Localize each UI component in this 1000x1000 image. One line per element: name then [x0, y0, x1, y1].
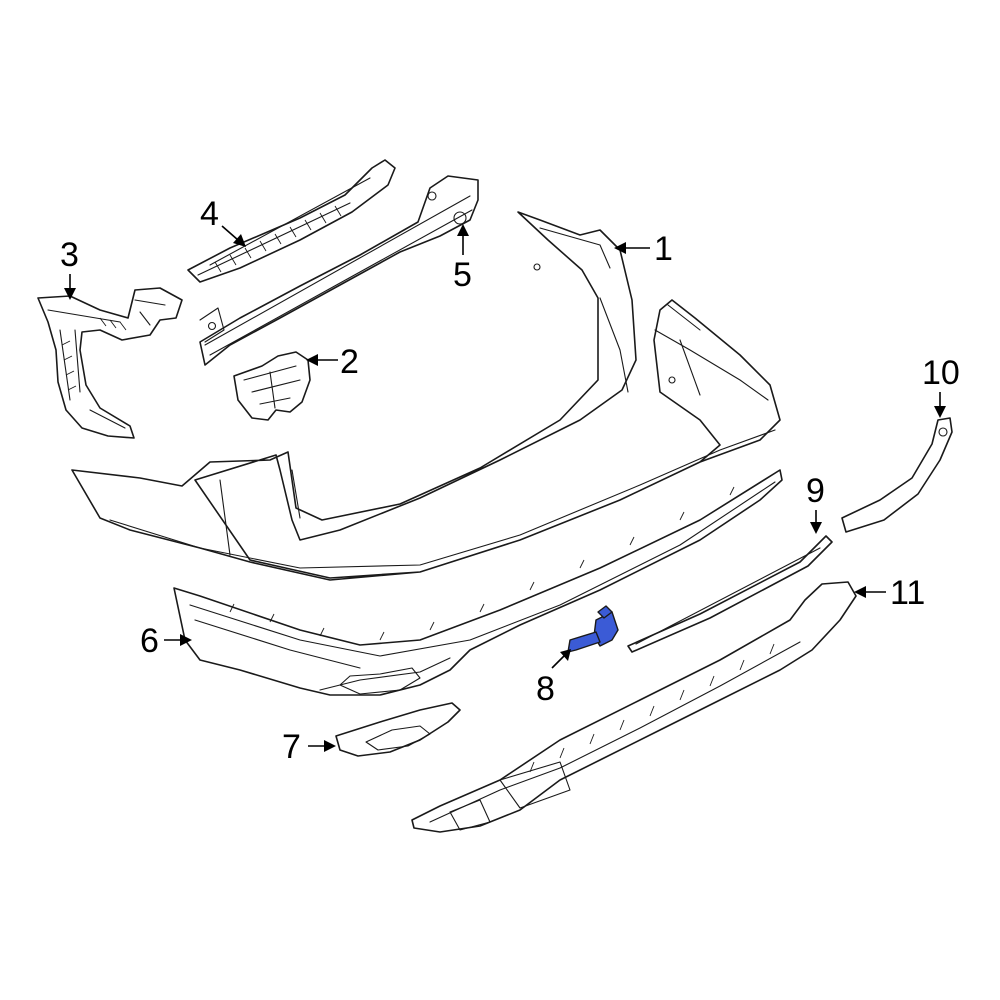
callout-5: 5: [453, 256, 472, 294]
part-4-absorber: [187, 159, 396, 283]
leader-8: [551, 655, 565, 669]
arrowhead-4: [233, 234, 246, 247]
part-9-trim-strip: [627, 535, 833, 653]
arrowhead-3: [64, 288, 76, 300]
callout-labels: 1 2 3 4 5 6 7 8 9 10 11: [60, 195, 960, 766]
part-8-sensor-bracket: [567, 605, 619, 653]
arrowhead-8: [560, 649, 571, 661]
arrowhead-2: [306, 354, 318, 366]
leader-4: [221, 225, 239, 241]
arrowhead-10: [934, 406, 946, 418]
arrowhead-6: [180, 634, 192, 646]
callout-9: 9: [806, 472, 825, 510]
callout-leaders: [64, 224, 946, 752]
arrowhead-7: [324, 740, 336, 752]
callout-3: 3: [60, 236, 79, 274]
arrowhead-11: [854, 586, 866, 598]
callout-11: 11: [890, 574, 925, 612]
callout-4: 4: [200, 195, 219, 233]
arrowhead-1: [614, 242, 626, 254]
callout-7: 7: [282, 728, 301, 766]
part-3-bracket: [37, 287, 183, 439]
part-7-exhaust-trim: [335, 702, 461, 757]
arrowhead-5: [457, 224, 469, 236]
part-6-lower-panel: [173, 469, 783, 696]
part-10-side-trim: [841, 417, 953, 533]
part-1-bumper-cover: [71, 211, 781, 581]
part-5-reinforcement: [199, 175, 479, 366]
callout-10: 10: [922, 354, 960, 392]
arrowhead-9: [810, 522, 822, 534]
callout-8: 8: [536, 670, 555, 708]
part-2-guide: [233, 351, 311, 421]
callout-6: 6: [140, 622, 159, 660]
callout-1: 1: [654, 230, 673, 268]
callout-2: 2: [340, 343, 359, 381]
part-11-diffuser: [411, 581, 857, 833]
